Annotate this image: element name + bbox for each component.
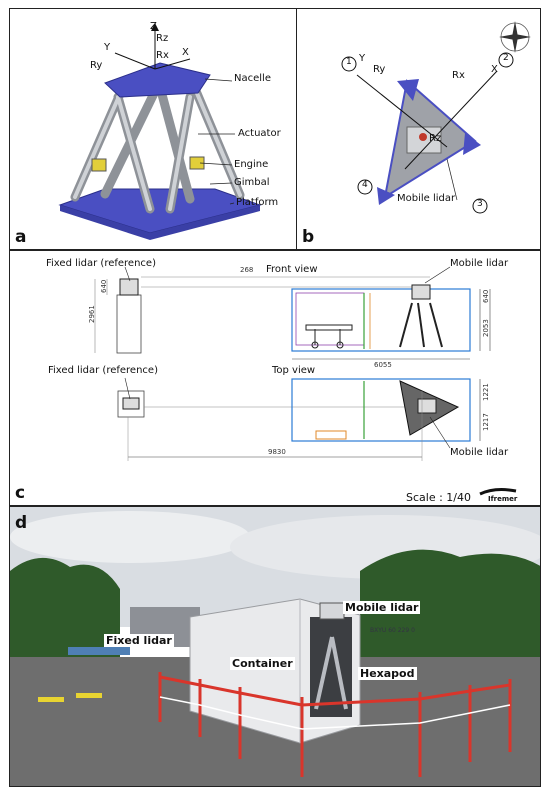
fixed-lidar-reference-label-front: Fixed lidar (reference) [46, 258, 156, 269]
x-axis-line [404, 70, 498, 170]
platform-label: Platform [236, 197, 279, 208]
panel-b-letter: b [302, 227, 315, 247]
rz-label: Rz [429, 133, 442, 144]
fixed-lidar-reference-label-top: Fixed lidar (reference) [48, 365, 158, 376]
ry-label: Ry [90, 60, 103, 71]
container-top [291, 378, 471, 442]
hexapod-illustration [58, 23, 262, 240]
actuator-leg-5 [155, 82, 195, 204]
marker-2-label: 2 [503, 53, 509, 63]
marker-3-icon [472, 198, 488, 214]
dim-268: 268 [240, 266, 254, 274]
base-platform-shape [58, 188, 262, 234]
corner-blue-2 [463, 133, 481, 155]
container-front [291, 288, 471, 352]
y-axis-line [114, 52, 156, 70]
fixed-lidar-platform [68, 647, 130, 655]
top-view-illustration [341, 21, 531, 214]
nacelle-label: Nacelle [234, 73, 271, 84]
ry-label: Ry [373, 64, 386, 75]
corner-blue-1 [397, 79, 419, 101]
site-photo [10, 507, 540, 786]
fixed-lidar-top-icon [122, 397, 140, 410]
panel-c-letter: c [15, 483, 26, 503]
actuator-label: Actuator [238, 128, 281, 139]
mobile-lidar-label-front: Mobile lidar [450, 258, 509, 269]
trees-left [10, 557, 120, 657]
engine-block-1 [91, 158, 107, 172]
y-axis-label: Y [359, 53, 366, 64]
rz-label: Rz [156, 33, 169, 44]
rz-center-icon [419, 133, 427, 141]
ifremer-logo-icon [479, 488, 517, 496]
rx-label: Rx [452, 70, 465, 81]
base-platform-edge [60, 205, 260, 240]
z-axis-label: Z [150, 21, 157, 32]
mobile-lidar-unit [319, 602, 345, 620]
nacelle-shape [104, 62, 211, 98]
dim-6055: 6055 [374, 361, 392, 369]
fixed-tower-top [117, 390, 145, 418]
panel-a: Z Rz Y Ry Rx X Nacelle Actuator Engine G… [9, 8, 297, 250]
compass-rose-icon [499, 21, 531, 53]
mobile-lidar-photo-label: Mobile lidar [343, 601, 421, 614]
fixed-tower-front [116, 294, 142, 354]
actuator-leg-6 [100, 76, 165, 199]
marker-4-icon [357, 179, 373, 195]
corner-blue-3 [377, 187, 395, 205]
marker-3-label: 3 [477, 199, 483, 209]
fixed-lidar-front-icon [119, 278, 139, 296]
marker-1-label: 1 [346, 57, 352, 67]
container-code-text: BXYU 60 229 0 [370, 627, 415, 634]
y-axis-line [356, 74, 448, 148]
panel-d-letter: d [15, 513, 28, 533]
rx-label: Rx [156, 50, 169, 61]
dim-1221: 1221 [482, 383, 490, 401]
dim-1217: 1217 [482, 413, 490, 431]
ifremer-logo-text: Ifremer [488, 495, 518, 503]
dim-640-right: 640 [482, 289, 490, 303]
technical-drawing [94, 266, 517, 496]
y-axis-label: Y [104, 42, 111, 53]
scale-label: Scale : 1/40 [406, 491, 471, 504]
fixed-lidar-photo-label: Fixed lidar [104, 634, 174, 647]
gimbal-label: Gimbal [234, 177, 270, 188]
hexapod-photo-label: Hexapod [358, 667, 417, 680]
container-photo-label: Container [230, 657, 295, 670]
dim-2053: 2053 [482, 319, 490, 337]
dim-640-left: 640 [100, 279, 108, 293]
mobile-lidar-label-top: Mobile lidar [450, 447, 509, 458]
x-axis-line [154, 58, 191, 70]
panel-a-letter: a [15, 227, 27, 247]
panel-c: Fixed lidar (reference) Front view Mobil… [9, 250, 541, 506]
dim-2961: 2961 [88, 305, 96, 323]
marker-1-icon [341, 56, 357, 72]
mobile-lidar-top-icon [417, 398, 437, 414]
mobile-lidar-front-icon [411, 284, 431, 300]
panel-d: Mobile lidar Fixed lidar Container Hexap… [9, 506, 541, 787]
panel-b: 1 Y Ry Rx X 2 Rz 4 Mobile lidar 3 b [296, 8, 541, 250]
mobile-lidar-label: Mobile lidar [397, 193, 456, 204]
x-axis-label: X [182, 47, 189, 58]
x-axis-label: X [491, 64, 498, 75]
marker-4-label: 4 [362, 180, 368, 190]
dim-9830: 9830 [268, 448, 286, 456]
front-view-label: Front view [266, 264, 318, 275]
marker-2-icon [498, 52, 514, 68]
top-view-label: Top view [272, 365, 316, 376]
engine-label: Engine [234, 159, 269, 170]
